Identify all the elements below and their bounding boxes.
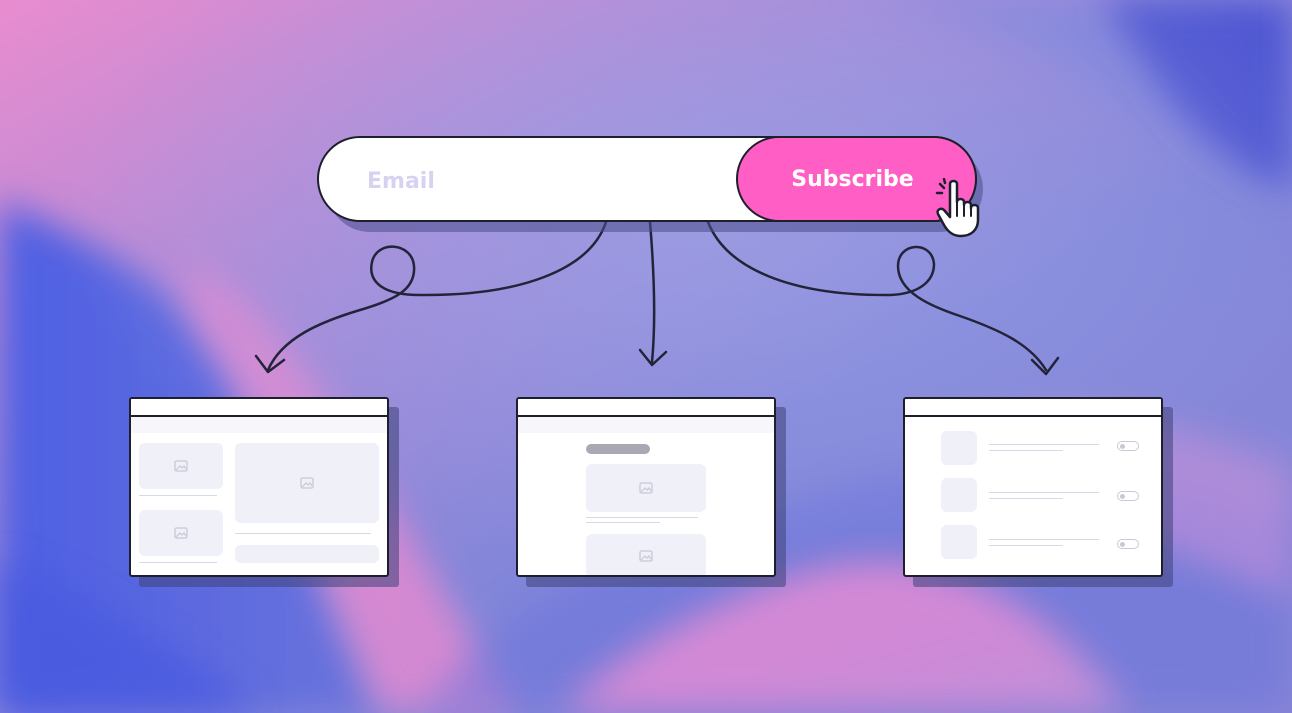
text-line <box>586 517 698 518</box>
text-line-short <box>989 545 1063 546</box>
text-line-short <box>989 450 1063 451</box>
window-frame <box>516 397 776 577</box>
image-placeholder <box>586 534 706 575</box>
toggle-switch[interactable] <box>1117 491 1139 501</box>
text-line <box>139 562 217 563</box>
text-block-placeholder <box>235 545 379 563</box>
image-placeholder-large <box>235 443 379 523</box>
image-placeholder <box>139 443 223 489</box>
window-titlebar <box>905 399 1161 417</box>
grid-layout-mockup <box>129 397 399 587</box>
window-toolbar <box>518 417 774 433</box>
window-frame <box>129 397 389 577</box>
window-titlebar <box>131 399 387 417</box>
window-titlebar <box>518 399 774 417</box>
toggle-switch[interactable] <box>1117 441 1139 451</box>
image-icon <box>639 482 653 494</box>
text-line-short <box>989 498 1063 499</box>
text-line <box>989 492 1099 493</box>
email-input[interactable] <box>365 162 729 200</box>
text-line <box>235 533 371 534</box>
list-with-toggles-mockup <box>903 397 1173 587</box>
image-icon <box>639 550 653 562</box>
subscribe-button[interactable]: Subscribe <box>736 136 977 222</box>
list-item-thumbnail <box>941 525 977 559</box>
window-frame <box>903 397 1163 577</box>
text-line <box>139 495 217 496</box>
feed-layout-mockup <box>516 397 786 587</box>
pointer-hand-icon <box>935 178 980 238</box>
image-icon <box>174 460 188 472</box>
list-item-thumbnail <box>941 431 977 465</box>
image-icon <box>300 477 314 489</box>
image-icon <box>174 527 188 539</box>
text-line <box>989 539 1099 540</box>
list-item-thumbnail <box>941 478 977 512</box>
subscribe-form: Subscribe <box>317 136 983 232</box>
image-placeholder <box>139 510 223 556</box>
text-line <box>989 444 1099 445</box>
image-placeholder <box>586 464 706 512</box>
text-line-short <box>586 522 660 523</box>
heading-placeholder <box>586 444 650 454</box>
window-toolbar <box>131 417 387 433</box>
toggle-switch[interactable] <box>1117 539 1139 549</box>
